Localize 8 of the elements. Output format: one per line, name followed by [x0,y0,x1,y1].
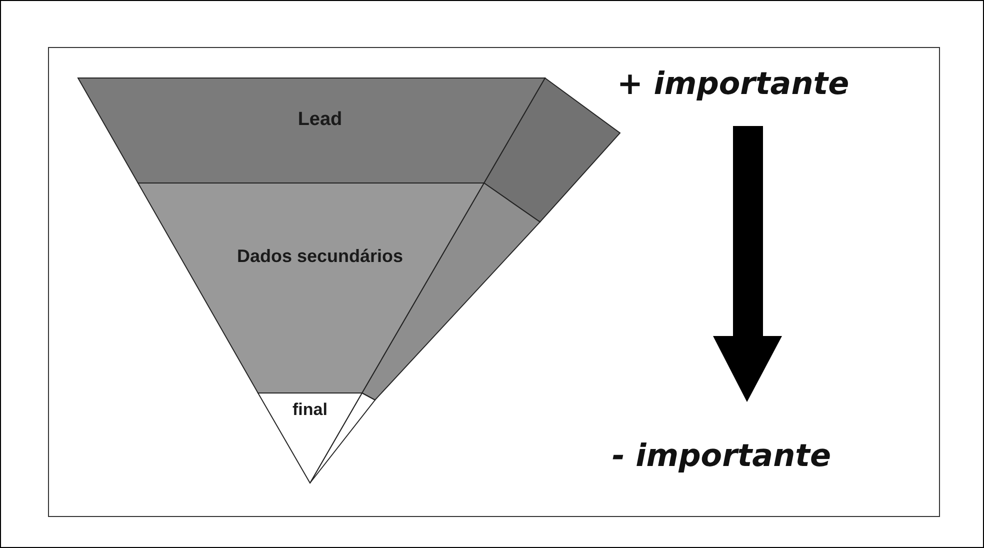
band-label: final [292,399,328,420]
band-label: Dados secundários [236,245,404,268]
pyramid-band [138,183,540,400]
pyramid-band [78,78,620,222]
band-label: Lead [296,108,344,132]
pyramid-band [258,393,375,484]
scale-label: + importante [617,66,850,102]
scale-label: - importante [612,438,832,474]
